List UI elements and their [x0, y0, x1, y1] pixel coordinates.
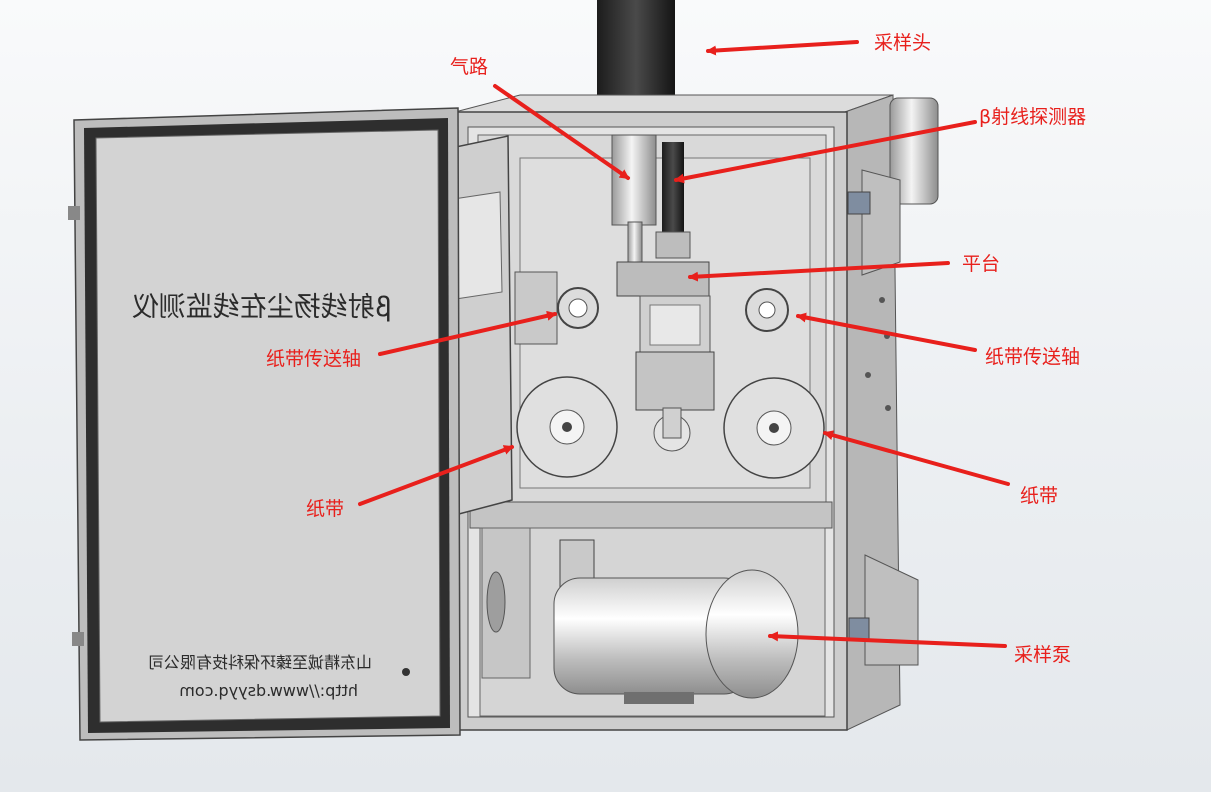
- label-platform: 平台: [962, 253, 1001, 275]
- arrow-sampling-pump: [768, 631, 1007, 648]
- arrow-tape-shaft-left: [378, 310, 557, 356]
- arrow-platform: [688, 261, 950, 282]
- label-sampling-pump: 采样泵: [1014, 644, 1072, 666]
- label-tape-shaft-right: 纸带传送轴: [985, 346, 1081, 368]
- door-company-text: 山东精诚至臻环保科技有限公司: [148, 653, 372, 672]
- label-sampling-head: 采样头: [874, 32, 932, 54]
- air-path-tube: [611, 134, 657, 226]
- platform-block: [616, 261, 710, 297]
- sampling-head-pipe: [597, 0, 675, 108]
- label-tape-left: 纸带: [306, 498, 345, 520]
- tape-reel-left: [516, 376, 618, 478]
- door-website-text: http://www.dsyyq.com: [179, 681, 358, 700]
- arrow-air-path: [493, 84, 630, 180]
- arrow-sampling-head: [706, 40, 859, 56]
- arrow-beta-detector: [674, 120, 977, 184]
- front-door: [68, 107, 461, 741]
- arrow-tape-right: [823, 430, 1010, 486]
- arrow-tape-shaft-right: [796, 312, 977, 352]
- arrow-tape-left: [358, 445, 514, 506]
- tape-reel-right: [723, 377, 825, 479]
- sampling-pump: [553, 539, 799, 704]
- beta-detector-rod: [662, 142, 684, 242]
- tape-shaft-left-part: [514, 271, 599, 345]
- label-air-path: 气路: [450, 56, 489, 78]
- label-tape-shaft-left: 纸带传送轴: [266, 348, 362, 370]
- label-tape-right: 纸带: [1020, 485, 1059, 507]
- door-title-text: β射线扬尘在线监测仪: [132, 292, 392, 323]
- label-beta-detector: β射线探测器: [979, 106, 1087, 128]
- tape-shaft-right-part: [745, 288, 789, 332]
